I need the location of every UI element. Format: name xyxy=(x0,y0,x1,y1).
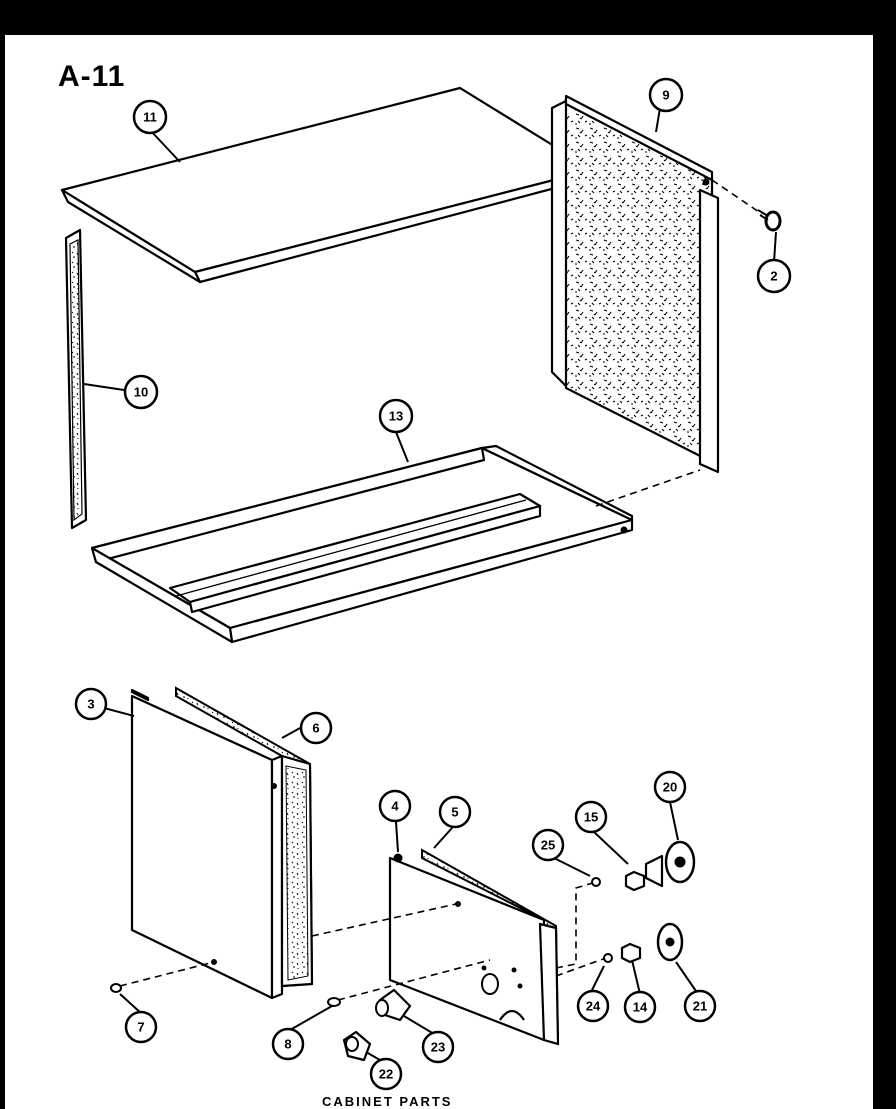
svg-text:21: 21 xyxy=(693,999,707,1014)
svg-text:2: 2 xyxy=(770,269,777,284)
svg-text:11: 11 xyxy=(143,110,157,125)
callout-15: 15 xyxy=(574,800,608,834)
callout-3: 3 xyxy=(74,687,108,721)
leader-lines xyxy=(83,107,777,1061)
svg-text:22: 22 xyxy=(379,1067,393,1082)
callout-6: 6 xyxy=(299,711,333,745)
callout-23: 23 xyxy=(421,1030,455,1064)
callout-8: 8 xyxy=(271,1027,305,1061)
fitting-hardware xyxy=(327,959,491,1062)
svg-text:20: 20 xyxy=(663,780,677,795)
side-panel-insulated xyxy=(550,94,720,474)
svg-text:10: 10 xyxy=(134,385,148,400)
callout-22: 22 xyxy=(369,1057,403,1091)
callout-2: 2 xyxy=(756,258,792,294)
control-panel-assembly xyxy=(311,848,560,1046)
svg-text:6: 6 xyxy=(312,721,319,736)
svg-text:9: 9 xyxy=(662,88,669,103)
knob-assembly-upper xyxy=(555,840,696,969)
callout-20: 20 xyxy=(653,770,687,804)
svg-text:23: 23 xyxy=(431,1040,445,1055)
callout-4: 4 xyxy=(378,789,412,823)
callout-21: 21 xyxy=(683,989,717,1023)
side-strip xyxy=(64,228,88,530)
svg-text:7: 7 xyxy=(137,1020,144,1035)
svg-text:8: 8 xyxy=(284,1037,291,1052)
diagram-title: A-11 xyxy=(58,60,126,93)
callout-10: 10 xyxy=(123,374,159,410)
svg-text:14: 14 xyxy=(633,1000,648,1015)
svg-text:4: 4 xyxy=(391,799,399,814)
svg-text:3: 3 xyxy=(87,697,94,712)
callout-24: 24 xyxy=(576,989,610,1023)
panel-screw xyxy=(110,961,215,993)
svg-text:15: 15 xyxy=(584,810,598,825)
svg-text:24: 24 xyxy=(586,999,601,1014)
svg-text:5: 5 xyxy=(451,805,458,820)
callout-7: 7 xyxy=(124,1010,158,1044)
diagram-caption: CABINET PARTS xyxy=(322,1094,453,1109)
knob-assembly-lower xyxy=(555,922,684,977)
callout-25: 25 xyxy=(531,828,565,862)
svg-text:25: 25 xyxy=(541,838,555,853)
front-panel xyxy=(130,688,284,1000)
callout-5: 5 xyxy=(438,795,472,829)
front-insulation xyxy=(175,686,314,988)
base-pan xyxy=(90,444,701,644)
callout-9: 9 xyxy=(648,77,684,113)
callout-11: 11 xyxy=(132,99,168,135)
callout-13: 13 xyxy=(378,398,414,434)
svg-text:13: 13 xyxy=(389,409,403,424)
callout-14: 14 xyxy=(623,990,657,1024)
screw xyxy=(711,179,782,232)
